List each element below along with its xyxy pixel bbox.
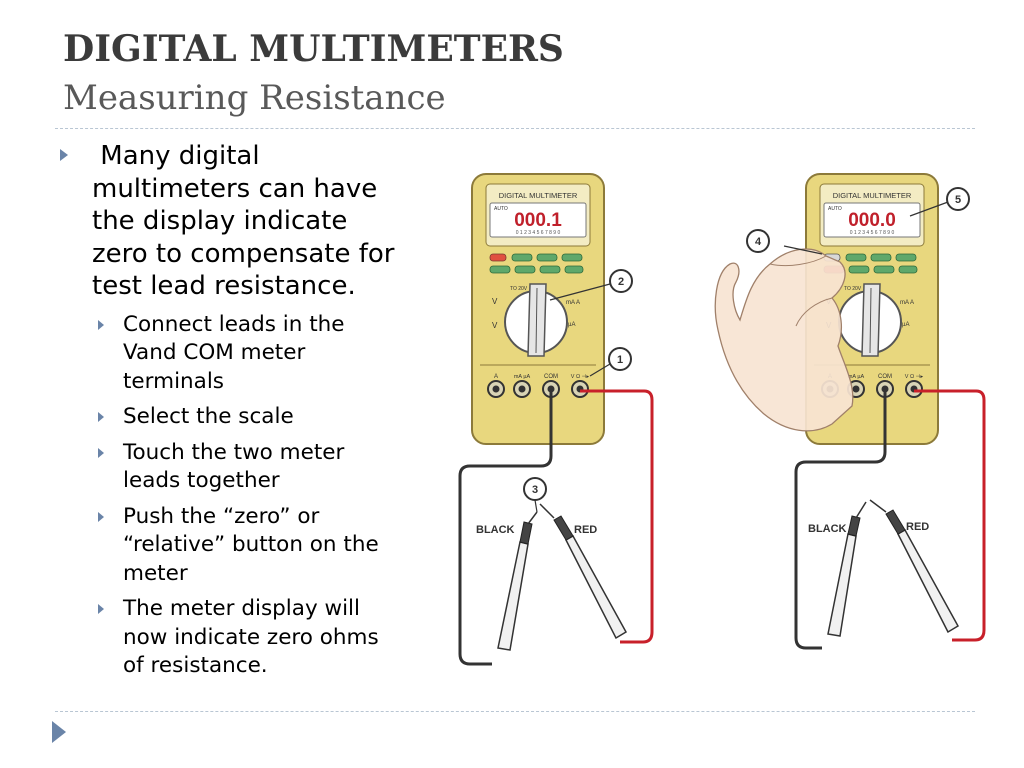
meter-button xyxy=(898,265,918,274)
terminal-label: mA µA xyxy=(514,374,531,380)
terminal-label: V Ω ⊣▸ xyxy=(571,373,590,380)
dial-label: µA xyxy=(568,322,575,328)
callout-badge xyxy=(746,229,770,253)
red-lead-label: RED xyxy=(574,524,597,536)
dial-label: V xyxy=(492,321,498,330)
callout-number: 2 xyxy=(618,276,624,288)
sub-bullet: Connect leads in the Vand COM meter term… xyxy=(60,311,400,397)
black-lead-label: BLACK xyxy=(808,523,847,535)
meter-button xyxy=(511,253,533,262)
multimeter-illustration: DIGITAL MULTIMETER AUTO 000.1 0 1 2 3 4 … xyxy=(458,173,986,666)
meter-button xyxy=(561,253,583,262)
auto-label: AUTO xyxy=(828,206,842,212)
meter-button xyxy=(870,253,892,262)
black-probe xyxy=(827,501,867,637)
bullet-arrow-icon xyxy=(98,447,104,458)
red-probe xyxy=(539,503,628,640)
red-lead-wire xyxy=(580,389,654,644)
bullet-arrow-icon xyxy=(98,412,104,422)
right-meter: DIGITAL MULTIMETER AUTO 000.0 0 1 2 3 4 … xyxy=(714,173,986,650)
sub-bullet: Select the scale xyxy=(60,403,400,432)
meter-button xyxy=(489,265,511,274)
dial-label: TO 20V xyxy=(844,286,862,292)
dial-label: V xyxy=(492,297,498,306)
black-lead-wire xyxy=(794,391,887,650)
sub-bullet-text: Connect leads in the Vand COM meter term… xyxy=(123,311,345,394)
display-scale: 0 1 2 3 4 5 6 7 8 9 0 xyxy=(850,230,895,236)
sub-bullet: Push the “zero” or “relative” button on … xyxy=(60,503,400,589)
sub-bullet-text: Touch the two meter leads together xyxy=(123,439,345,494)
bullet-arrow-icon xyxy=(98,511,104,522)
meter-button xyxy=(514,265,536,274)
black-lead-label: BLACK xyxy=(476,524,515,536)
sub-bullet-text: The meter display will now indicate zero… xyxy=(123,596,379,678)
callout-number: 5 xyxy=(955,194,961,206)
bullet-arrow-icon xyxy=(98,319,104,330)
sub-bullet: Touch the two meter leads together xyxy=(60,439,400,496)
slide-subtitle: Measuring Resistance xyxy=(63,78,446,118)
display-reading: 000.0 xyxy=(848,210,896,231)
main-bullet-text: Many digital multimeters can have the di… xyxy=(92,141,403,301)
bullet-arrow-icon xyxy=(60,149,68,161)
meter-button xyxy=(845,253,867,262)
hand-illustration xyxy=(714,248,854,432)
meter-button xyxy=(873,265,895,274)
next-slide-arrow-icon[interactable] xyxy=(52,721,66,743)
sub-bullet-text: Select the scale xyxy=(123,404,294,429)
terminal-label: COM xyxy=(878,374,892,380)
auto-label: AUTO xyxy=(494,206,508,212)
sub-bullet: The meter display will now indicate zero… xyxy=(60,595,400,681)
callout-badge xyxy=(946,187,970,211)
dial-label: mA A xyxy=(900,300,914,306)
bullet-list: Many digital multimeters can have the di… xyxy=(60,140,400,688)
black-lead-wire xyxy=(458,391,553,666)
bottom-divider xyxy=(55,711,975,712)
meter-button xyxy=(489,253,507,262)
terminal-label: V Ω ⊣▸ xyxy=(905,373,924,380)
red-probe xyxy=(869,499,960,634)
terminal-label: mA µA xyxy=(848,374,865,380)
red-lead-label: RED xyxy=(906,521,929,533)
callout-badge xyxy=(608,347,632,371)
meter-button xyxy=(895,253,917,262)
callout-number: 4 xyxy=(755,236,762,248)
slide-title: DIGITAL MULTIMETERS xyxy=(63,28,564,70)
left-meter: DIGITAL MULTIMETER AUTO 000.1 0 1 2 3 4 … xyxy=(458,173,654,666)
callout-badge xyxy=(609,269,633,293)
top-divider xyxy=(55,128,975,129)
meter-button xyxy=(539,265,561,274)
callout-number: 1 xyxy=(617,354,623,366)
callout-number: 3 xyxy=(532,484,538,496)
red-lead-wire xyxy=(914,389,986,642)
display-scale: 0 1 2 3 4 5 6 7 8 9 0 xyxy=(516,230,561,236)
sub-bullet-text: Push the “zero” or “relative” button on … xyxy=(123,503,379,586)
meter-button xyxy=(564,265,584,274)
black-probe xyxy=(497,511,538,651)
meter-label: DIGITAL MULTIMETER xyxy=(499,191,578,200)
terminal-label: COM xyxy=(544,374,558,380)
meter-button xyxy=(848,265,870,274)
meter-button xyxy=(536,253,558,262)
main-bullet: Many digital multimeters can have the di… xyxy=(60,140,400,303)
sub-bullet-list: Connect leads in the Vand COM meter term… xyxy=(60,311,400,681)
display-reading: 000.1 xyxy=(514,210,562,231)
bullet-arrow-icon xyxy=(98,604,104,614)
meter-label: DIGITAL MULTIMETER xyxy=(833,191,912,200)
dial-label: TO 20V xyxy=(510,286,528,292)
dial-label: mA A xyxy=(566,300,580,306)
dial-label: µA xyxy=(902,322,909,328)
terminal-label: A xyxy=(494,374,498,380)
